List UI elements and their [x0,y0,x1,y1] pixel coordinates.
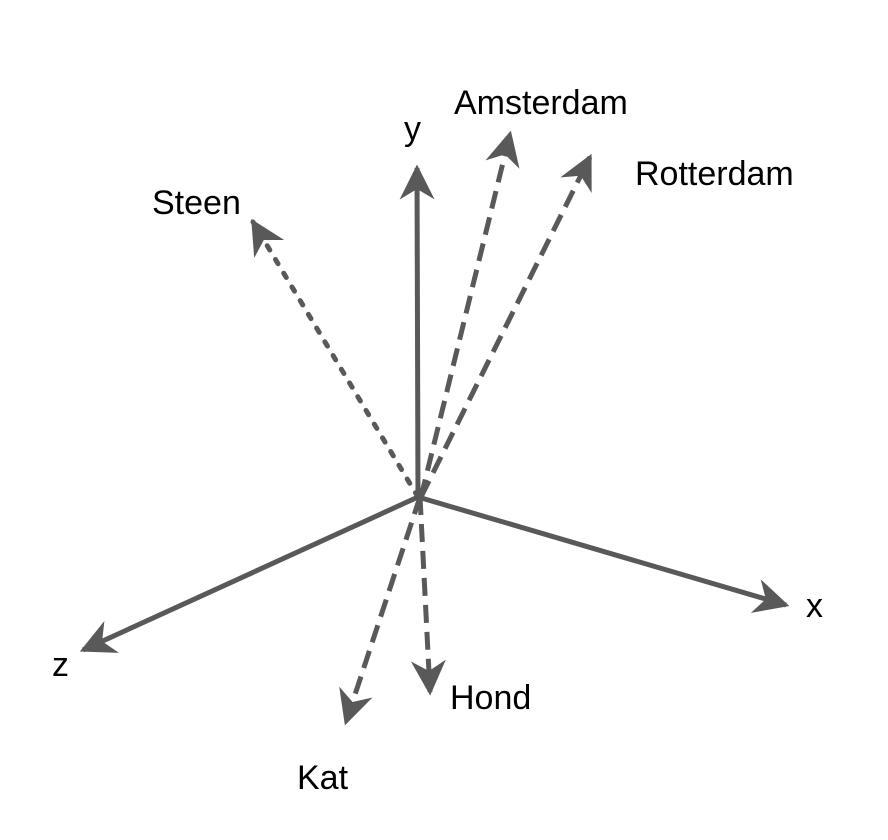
kat-vector-line [339,496,423,726]
steen-label: Steen [152,184,241,222]
hond-label: Hond [450,679,531,717]
amsterdam-vector-line [418,130,520,498]
rotterdam-vector-line [418,153,593,499]
word-vectors [250,130,593,726]
amsterdam-label: Amsterdam [454,84,628,122]
kat-label: Kat [297,759,349,797]
z-axis-line [79,494,420,653]
x-axis-label: x [806,587,823,625]
hond-vector-line [410,496,446,696]
y-axis-line [399,164,435,498]
rotterdam-label: Rotterdam [635,155,794,193]
x-axis-line [417,494,790,613]
z-axis-label: z [52,646,69,684]
axes [79,164,790,653]
y-axis-label: y [404,110,421,148]
labels: y x z Amsterdam Rotterdam Steen Hond Kat [52,84,823,797]
steen-vector-line [250,218,421,500]
